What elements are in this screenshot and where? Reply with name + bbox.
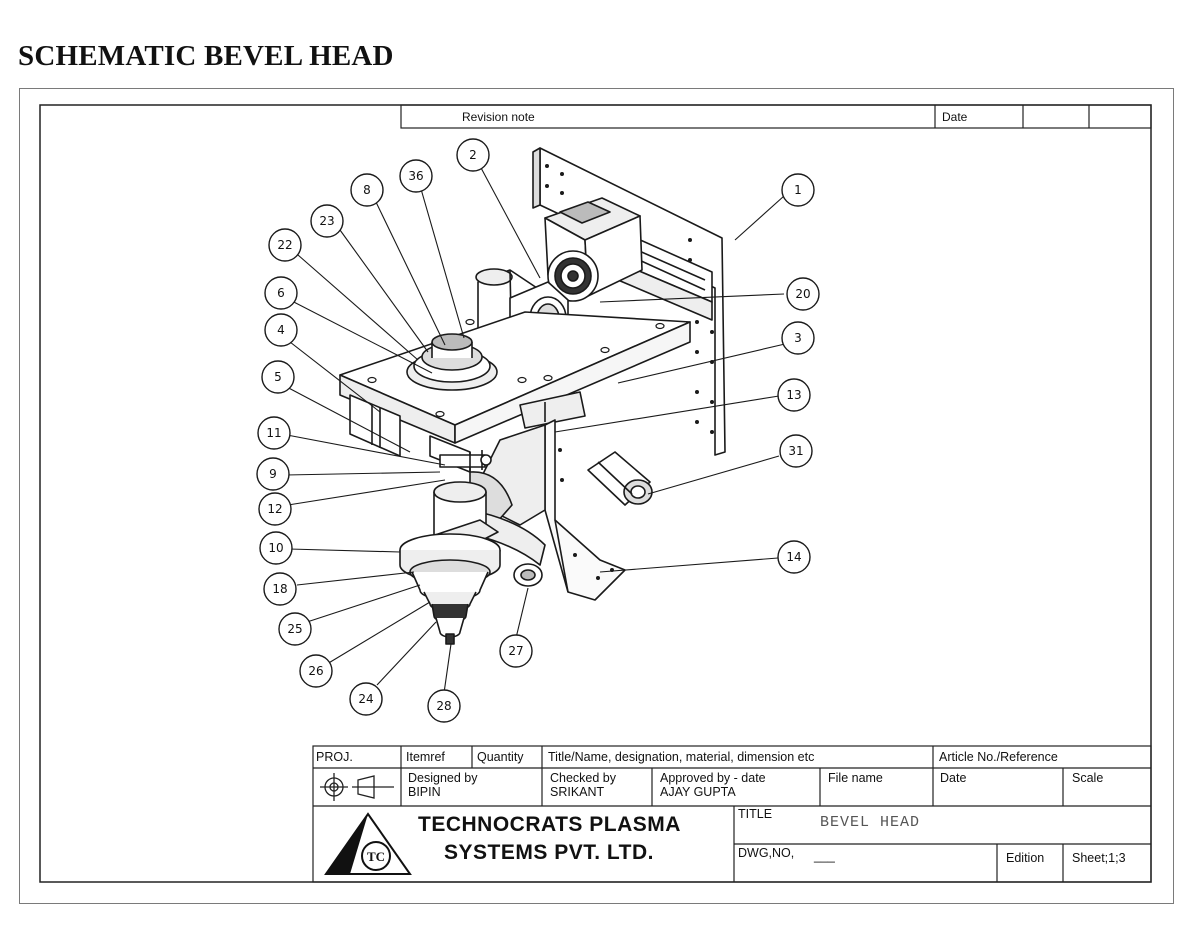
callout-label: 10 xyxy=(268,541,283,555)
callout-balloon xyxy=(264,313,298,347)
outer-frame xyxy=(19,88,1174,904)
company-name-line1: TECHNOCRATS PLASMA xyxy=(418,813,681,836)
callout-balloons xyxy=(256,138,820,723)
revision-note-label: Revision note xyxy=(462,110,535,124)
bearing-housing xyxy=(406,333,498,391)
callout-balloon xyxy=(264,276,298,310)
callout-label: 12 xyxy=(267,502,282,516)
callout-label: 14 xyxy=(786,550,801,564)
dwg-no-label: DWG,NO, xyxy=(738,846,795,860)
callout-balloon xyxy=(261,360,295,394)
approved-by-value: AJAY GUPTA xyxy=(660,785,736,799)
callout-label: 22 xyxy=(277,238,292,252)
callout-label: 11 xyxy=(266,426,281,440)
proj-label: PROJ. xyxy=(316,750,353,764)
title-block-grid xyxy=(312,745,1152,883)
callout-label: 23 xyxy=(319,214,334,228)
callout-balloon xyxy=(259,531,293,565)
quantity-label: Quantity xyxy=(477,750,524,764)
leader-lines xyxy=(280,165,786,694)
callout-balloon xyxy=(310,204,344,238)
callout-label: 5 xyxy=(274,370,282,384)
callout-label: 27 xyxy=(508,644,523,658)
callout-balloon xyxy=(256,457,290,491)
callout-label: 3 xyxy=(794,331,802,345)
title-name-label: Title/Name, designation, material, dimen… xyxy=(548,750,815,764)
page-title: SCHEMATIC BEVEL HEAD xyxy=(18,40,394,72)
approved-by-label: Approved by - date xyxy=(660,771,766,785)
callout-balloon xyxy=(350,173,384,207)
callout-balloon xyxy=(779,434,813,468)
callout-balloon xyxy=(278,612,312,646)
callout-balloon xyxy=(349,682,383,716)
edition-label: Edition xyxy=(1006,851,1045,865)
callout-balloon xyxy=(456,138,490,172)
callout-balloon xyxy=(427,689,461,723)
bevel-head-assembly xyxy=(339,147,726,645)
callout-label: 4 xyxy=(277,323,285,337)
callout-balloon xyxy=(399,159,433,193)
torch-arm xyxy=(469,509,546,587)
callout-label: 25 xyxy=(287,622,302,636)
main-platform xyxy=(339,311,691,444)
callout-balloon xyxy=(299,654,333,688)
clamp-bolts xyxy=(439,450,492,472)
callout-balloon xyxy=(777,540,811,574)
callout-numbers: 1 2 3 4 5 6 8 9 10 11 12 13 14 18 20 22 … xyxy=(266,148,810,713)
callout-balloon xyxy=(257,416,291,450)
company-name-line2: SYSTEMS PVT. LTD. xyxy=(444,841,654,864)
callout-balloon xyxy=(777,378,811,412)
callout-label: 36 xyxy=(408,169,423,183)
callout-label: 31 xyxy=(788,444,803,458)
callout-label: 18 xyxy=(272,582,287,596)
revision-block xyxy=(400,104,1152,129)
logo-letters: TC xyxy=(367,849,386,864)
revision-date-label: Date xyxy=(942,110,968,124)
sheet-label: Sheet;1;3 xyxy=(1072,851,1126,865)
callout-label: 26 xyxy=(308,664,323,678)
file-name-label: File name xyxy=(828,771,883,785)
callout-balloon xyxy=(786,277,820,311)
date-label: Date xyxy=(940,771,967,785)
checked-by-value: SRIKANT xyxy=(550,785,605,799)
projection-symbol-icon xyxy=(320,773,394,801)
designed-by-label: Designed by xyxy=(408,771,478,785)
callout-label: 8 xyxy=(363,183,371,197)
callout-balloon xyxy=(268,228,302,262)
checked-by-label: Checked by xyxy=(550,771,617,785)
callout-balloon xyxy=(263,572,297,606)
company-logo-icon xyxy=(324,812,412,875)
callout-label: 6 xyxy=(277,286,285,300)
callout-label: 28 xyxy=(436,699,451,713)
callout-label: 13 xyxy=(786,388,801,402)
callout-label: 2 xyxy=(469,148,477,162)
callout-label: 9 xyxy=(269,467,277,481)
callout-label: 20 xyxy=(795,287,810,301)
callout-balloon xyxy=(258,492,292,526)
callout-balloon xyxy=(499,634,533,668)
callout-balloon xyxy=(781,173,815,207)
title-label: TITLE xyxy=(738,807,773,821)
sensor-housing xyxy=(587,451,653,506)
scale-label: Scale xyxy=(1072,771,1104,785)
callout-label: 1 xyxy=(794,183,802,197)
designed-by-value: BIPIN xyxy=(408,785,441,799)
callout-balloon xyxy=(781,321,815,355)
callout-label: 24 xyxy=(358,692,373,706)
itemref-label: Itemref xyxy=(406,750,445,764)
torch-holder xyxy=(399,481,501,645)
title-value: BEVEL HEAD xyxy=(820,814,921,831)
worm-gearbox xyxy=(544,197,643,302)
article-label: Article No./Reference xyxy=(939,750,1058,764)
dwg-no-value: ___ xyxy=(814,849,835,863)
